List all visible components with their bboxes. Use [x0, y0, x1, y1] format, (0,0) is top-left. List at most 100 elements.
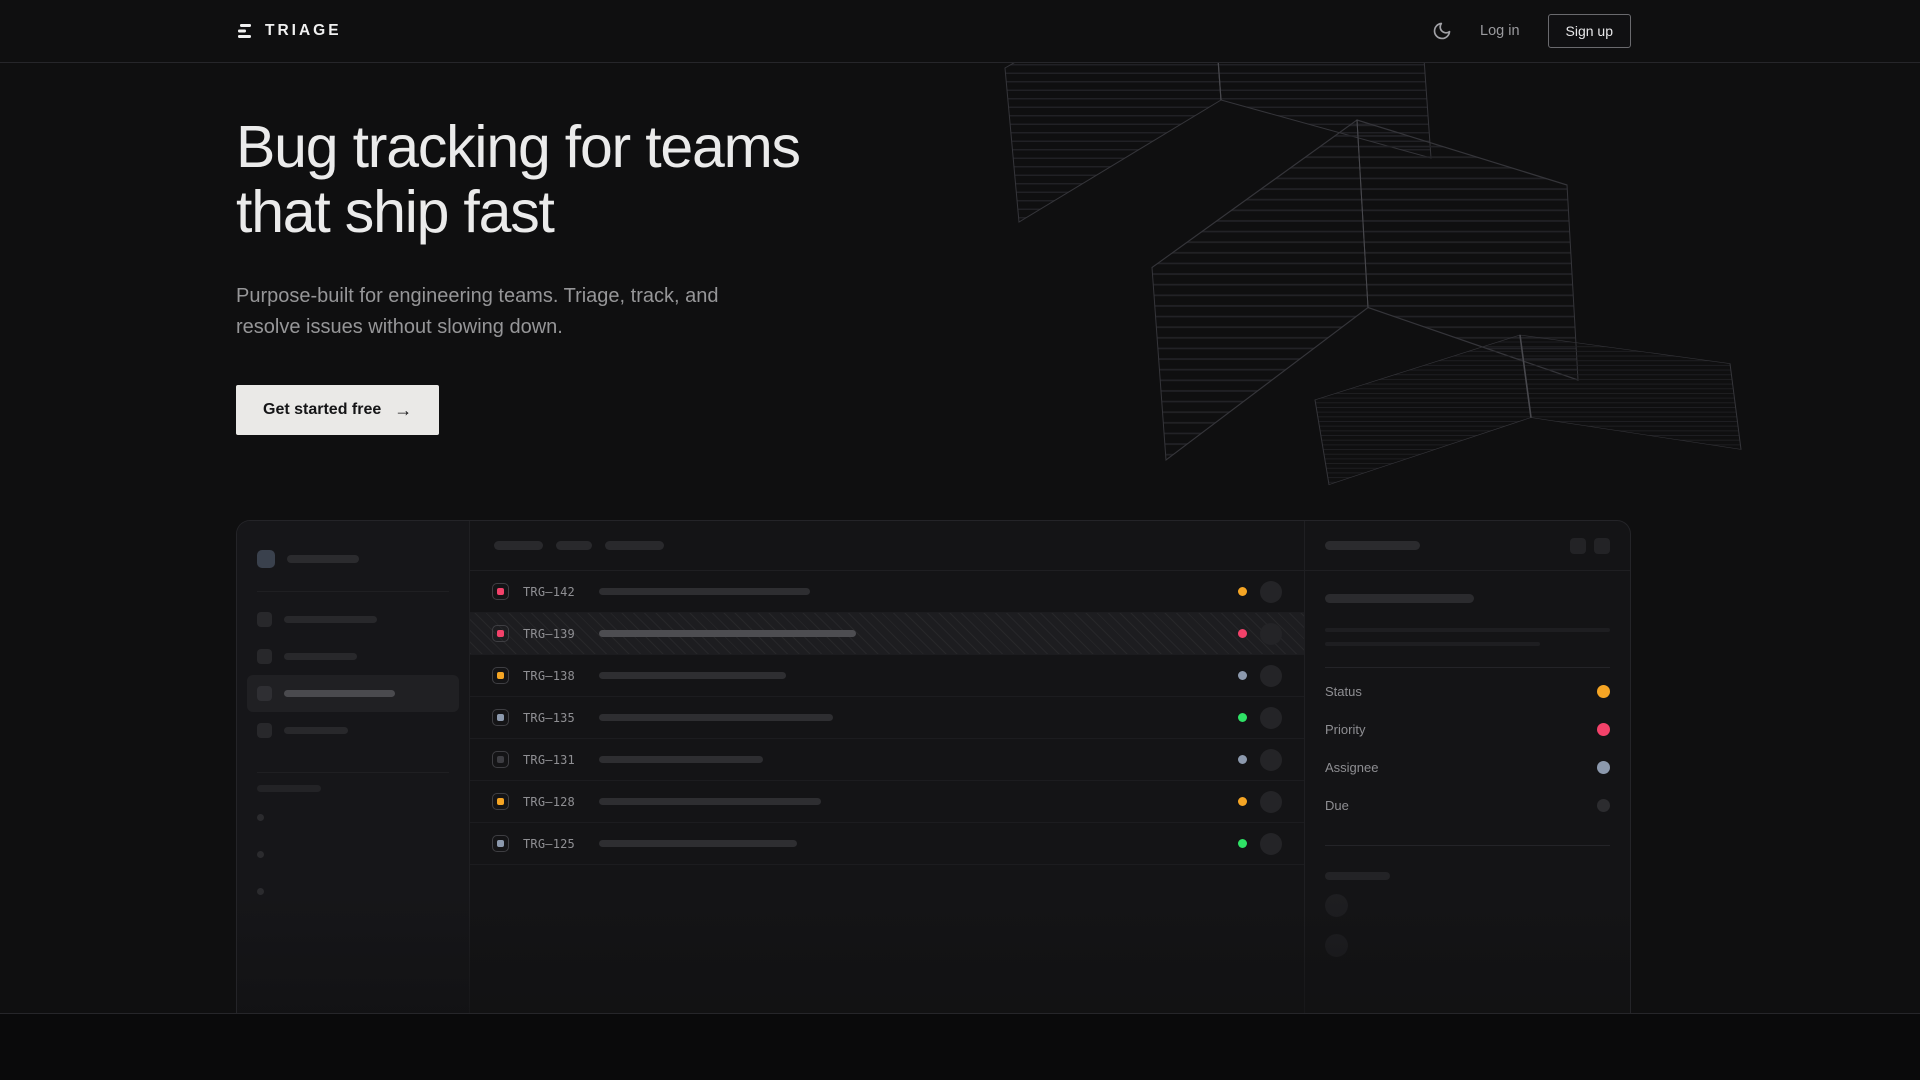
detail-divider: [1325, 845, 1610, 846]
site-footer: [0, 1014, 1920, 1080]
assignee-avatar: [1260, 706, 1282, 729]
issue-title-placeholder: [599, 714, 833, 721]
workspace-name-placeholder: [287, 555, 359, 563]
brand-name: TRIAGE: [265, 22, 342, 39]
brand-home-link[interactable]: TRIAGE: [236, 22, 342, 40]
issue-id: TRG–139: [523, 626, 575, 641]
theme-toggle-button[interactable]: [1432, 21, 1452, 41]
field-value-dot: [1597, 798, 1610, 812]
nav-item-icon: [257, 649, 272, 664]
issue-id: TRG–138: [523, 668, 575, 683]
mockup-nav-item-active: [247, 675, 459, 712]
list-tab-placeholder: [556, 541, 592, 550]
assignee-avatar: [1260, 748, 1282, 771]
detail-breadcrumb-placeholder: [1325, 541, 1420, 550]
detail-action-placeholder: [1594, 537, 1610, 554]
field-value-dot: [1597, 722, 1610, 736]
nav-item-label-placeholder: [284, 727, 348, 734]
detail-title-placeholder: [1325, 594, 1474, 603]
field-label: Due: [1325, 797, 1349, 813]
issue-title-placeholder: [599, 756, 763, 763]
nav-item-label-placeholder: [284, 653, 357, 660]
hero-title-line1: Bug tracking for teams: [236, 114, 801, 180]
issue-title-placeholder: [599, 840, 797, 847]
issue-title-placeholder: [599, 588, 810, 595]
issue-row: TRG–142: [470, 571, 1304, 613]
priority-icon: [492, 625, 509, 642]
hero-section: Bug tracking for teams that ship fast Pu…: [236, 63, 801, 435]
mockup-nav-item: [257, 712, 449, 749]
detail-field-row: Assignee: [1325, 748, 1610, 786]
nav-item-label-placeholder: [284, 616, 377, 623]
wireframe-sheet-2: [1151, 118, 1579, 462]
status-dot: [1238, 629, 1247, 638]
sidebar-dot: [257, 888, 264, 895]
login-link[interactable]: Log in: [1480, 23, 1520, 39]
issue-title-placeholder: [599, 798, 821, 805]
issue-id: TRG–131: [523, 752, 575, 767]
detail-text-placeholder: [1325, 642, 1540, 646]
priority-icon: [492, 667, 509, 684]
comment-avatar-placeholder: [1325, 934, 1348, 957]
field-label: Status: [1325, 683, 1362, 699]
sidebar-divider: [257, 772, 449, 773]
priority-color-swatch: [497, 588, 504, 595]
wireframe-graphic: [960, 63, 1920, 489]
priority-color-swatch: [497, 630, 504, 637]
status-dot: [1238, 797, 1247, 806]
priority-icon: [492, 751, 509, 768]
get-started-button[interactable]: Get started free →: [236, 385, 440, 435]
field-label: Priority: [1325, 721, 1366, 737]
detail-field-row: Status: [1325, 672, 1610, 710]
detail-divider: [1325, 667, 1610, 668]
issue-id: TRG–128: [523, 794, 575, 809]
sidebar-dot: [257, 814, 264, 821]
priority-color-swatch: [497, 672, 504, 679]
mockup-sidebar: [237, 521, 470, 1013]
status-dot: [1238, 671, 1247, 680]
nav-item-label-placeholder: [284, 690, 395, 697]
priority-color-swatch: [497, 798, 504, 805]
detail-field-row: Due: [1325, 786, 1610, 824]
list-tab-placeholder: [605, 541, 664, 550]
hero-title: Bug tracking for teams that ship fast: [236, 114, 801, 245]
detail-text-placeholder: [1325, 628, 1610, 632]
assignee-avatar: [1260, 622, 1282, 645]
priority-color-swatch: [497, 714, 504, 721]
assignee-avatar: [1260, 580, 1282, 603]
site-header: TRIAGE Log in Sign up: [0, 0, 1920, 63]
signup-button[interactable]: Sign up: [1547, 14, 1631, 48]
mockup-nav-list: [247, 601, 459, 749]
hero-subtitle: Purpose-built for engineering teams. Tri…: [236, 285, 719, 338]
moon-icon: [1433, 22, 1451, 40]
priority-icon: [492, 709, 509, 726]
comment-avatar-placeholder: [1325, 894, 1348, 917]
issue-row: TRG–138: [470, 655, 1304, 697]
nav-item-icon: [257, 723, 272, 738]
nav-item-icon: [257, 686, 272, 701]
assignee-avatar: [1260, 832, 1282, 855]
section-divider: [0, 1013, 1920, 1014]
assignee-avatar: [1260, 790, 1282, 813]
detail-header: [1305, 521, 1630, 571]
priority-icon: [492, 583, 509, 600]
nav-item-icon: [257, 612, 272, 627]
detail-section-placeholder: [1325, 872, 1390, 880]
issue-row: TRG–131: [470, 739, 1304, 781]
issue-row: TRG–139: [470, 613, 1304, 655]
issue-row: TRG–128: [470, 781, 1304, 823]
sidebar-section-placeholder: [257, 785, 321, 792]
priority-color-swatch: [497, 756, 504, 763]
detail-action-placeholder: [1570, 537, 1586, 554]
get-started-label: Get started free: [263, 401, 382, 418]
issue-id: TRG–135: [523, 710, 575, 725]
issue-title-placeholder: [599, 672, 786, 679]
issue-list-header: [470, 521, 1304, 571]
detail-header-buttons: [1570, 537, 1610, 554]
